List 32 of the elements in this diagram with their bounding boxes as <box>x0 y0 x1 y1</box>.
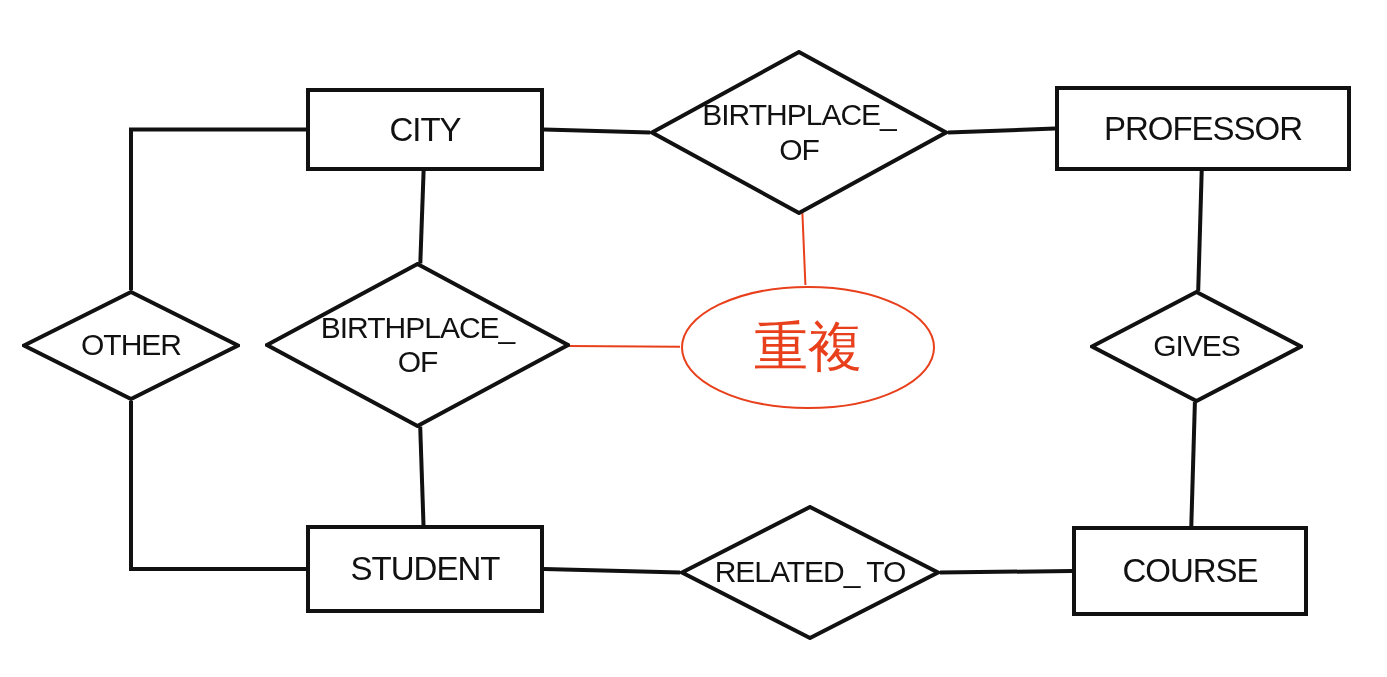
relationship-name: RELATED_ TO <box>714 555 906 590</box>
entity-name: PROFESSOR <box>1103 109 1303 148</box>
connector-line <box>543 127 651 135</box>
entity-box <box>1072 526 1308 616</box>
leader-line <box>801 212 807 286</box>
relationship-diamond <box>22 290 240 401</box>
relationship-diamond <box>650 50 948 215</box>
relationship-name: GIVES <box>1153 329 1240 364</box>
connector-line <box>129 127 306 290</box>
connector-line <box>129 401 306 571</box>
relationship-diamond <box>1090 290 1303 403</box>
entity-name: COURSE <box>1122 552 1258 590</box>
entity-box <box>306 525 544 613</box>
relationship-name: OTHER <box>81 328 181 363</box>
connector-line <box>1189 402 1197 527</box>
entity-box <box>306 88 544 171</box>
entity-name: STUDENT <box>350 550 500 588</box>
relationship-diamond <box>265 262 570 428</box>
connector-line <box>543 567 681 575</box>
callout-bubble <box>680 285 936 410</box>
connector-line <box>947 126 1056 135</box>
leader-line <box>567 345 681 348</box>
connector-line <box>939 569 1073 575</box>
callout-text: 重複 <box>754 316 862 379</box>
entity-box <box>1055 86 1351 171</box>
connector-line <box>418 170 426 264</box>
entity-name: CITY <box>389 110 461 149</box>
relationship-diamond <box>680 505 940 640</box>
relationship-name: BIRTHPLACE_ OF <box>319 310 517 380</box>
connector-line <box>1196 170 1204 291</box>
connector-line <box>418 426 426 526</box>
relationship-name: BIRTHPLACE_ OF <box>701 98 898 167</box>
